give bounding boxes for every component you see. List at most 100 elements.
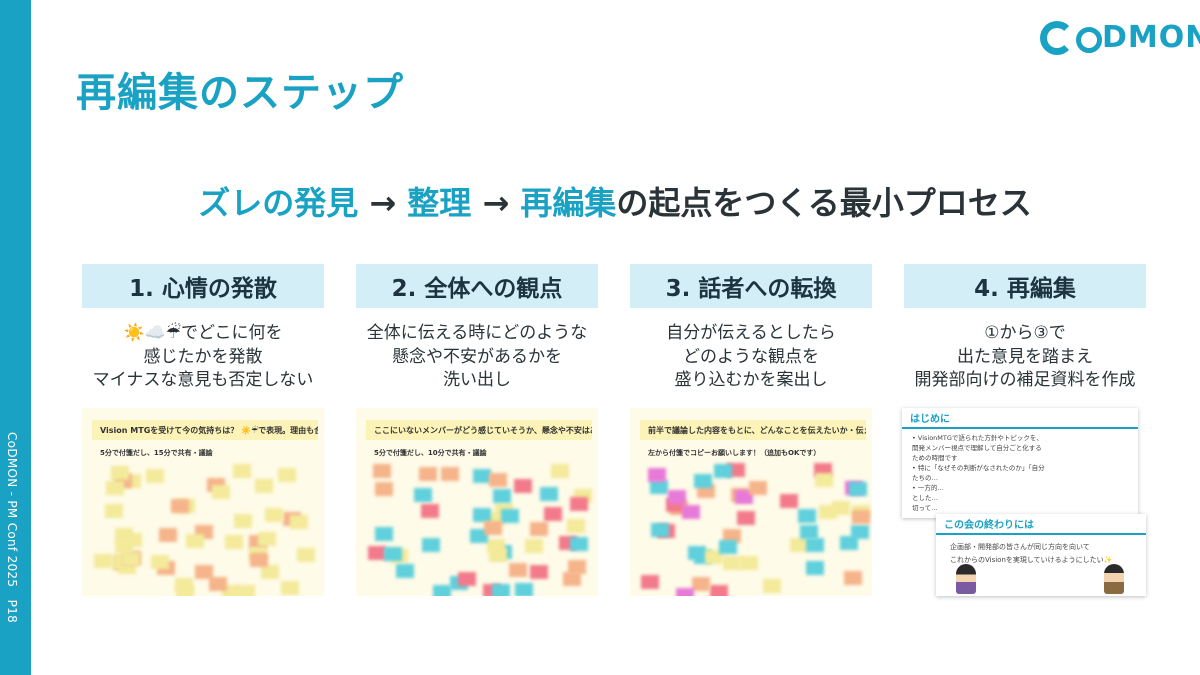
sticky-note — [722, 529, 741, 544]
sticky-note — [739, 555, 758, 570]
sticky-note — [146, 469, 165, 484]
sticky-note — [384, 546, 403, 561]
woman-illustration — [956, 564, 976, 594]
sticky-note — [457, 572, 476, 587]
sticky-note — [800, 524, 819, 539]
board-question: ここにいないメンバーがどう感じていそうか、懸念や不安はありますか？ — [366, 420, 592, 440]
slide-line: • 一方的… — [912, 484, 944, 492]
sticky-note — [704, 550, 723, 565]
sticky-note — [839, 535, 858, 550]
sticky-note — [106, 481, 125, 496]
sticky-board-screenshot: 前半で議論した内容をもとに、どんなことを伝えたいか・伝えた方が良いかピックアップ… — [630, 408, 872, 596]
slide-title: この会の終わりには — [936, 514, 1146, 535]
subtitle-organize: 整理 — [407, 184, 472, 222]
sticky-note — [815, 473, 834, 488]
sticky-note — [224, 535, 243, 550]
step-description-line: 開発部向けの補足資料を作成 — [914, 370, 1136, 390]
sticky-note — [513, 478, 532, 493]
sticky-note — [563, 572, 582, 587]
step-2: 2. 全体への観点全体に伝える時にどのような懸念や不安があるかを洗い出し — [356, 264, 598, 398]
sticky-note — [543, 506, 562, 521]
sticky-note — [94, 553, 113, 568]
sticky-note — [487, 538, 506, 553]
sticky-note — [483, 520, 502, 535]
sticky-note — [121, 552, 140, 567]
subtitle: ズレの発見 → 整理 → 再編集の起点をつくる最小プロセス — [0, 178, 1200, 224]
sticky-note — [158, 527, 177, 542]
arrow: → — [358, 184, 408, 222]
sticky-note — [297, 547, 316, 562]
step-description-line: 全体に伝える時にどのような — [366, 323, 588, 343]
sticky-note — [529, 521, 548, 536]
sticky-board-screenshot: ここにいないメンバーがどう感じていそうか、懸念や不安はありますか？5分で付箋だし… — [356, 408, 598, 596]
slide-title: はじめに — [902, 408, 1138, 429]
man-illustration — [1104, 564, 1124, 594]
sticky-note — [111, 466, 130, 481]
sticky-note — [413, 488, 432, 503]
sticky-note — [567, 518, 586, 533]
sticky-note — [491, 583, 510, 596]
sticky-note — [805, 537, 824, 552]
sticky-note — [418, 466, 437, 481]
page-title: 再編集のステップ — [76, 70, 404, 116]
sticky-note — [421, 503, 440, 518]
sticky-note — [488, 473, 507, 488]
sticky-note — [209, 577, 228, 592]
sticky-note — [368, 545, 387, 560]
board-instruction: 5分で付箋だし、15分で共有・議論 — [100, 449, 213, 457]
sticky-note — [850, 524, 869, 539]
sticky-note — [805, 560, 824, 575]
slide-line: 切って… — [912, 504, 938, 512]
sticky-note — [713, 463, 732, 478]
sticky-note — [530, 565, 549, 580]
sticky-note — [748, 480, 767, 495]
slide-goal-thumbnail: この会の終わりには企画部・開発部の皆さんが同じ方向を向いてこれからのVision… — [936, 514, 1146, 596]
sticky-note — [264, 507, 283, 522]
step-description-line: 洗い出し — [443, 370, 511, 390]
sticky-note — [195, 565, 214, 580]
board-question: Vision MTGを受けて今の気持ちは？ ☀️☔で表現。理由も合わせて共有 — [92, 420, 318, 440]
step-header: 2. 全体への観点 — [356, 264, 598, 308]
sticky-note — [688, 545, 707, 560]
sticky-note — [719, 540, 738, 555]
sticky-note — [734, 489, 753, 504]
sidebar: CoDMON - PM Conf 2025 P18 — [0, 0, 31, 675]
sticky-note — [723, 555, 742, 570]
sticky-note — [843, 570, 862, 585]
sticky-note — [233, 513, 252, 528]
sticky-note — [514, 582, 533, 596]
sticky-note — [648, 468, 667, 483]
slide-line: これからのVisionを実現していけるようにしたい✨ — [950, 556, 1113, 564]
subtitle-discovery: ズレの発見 — [198, 184, 359, 222]
step-1: 1. 心情の発散☀️☁️☔でどこに何を感じたかを発散マイナスな意見も否定しない — [82, 264, 324, 398]
sticky-note — [375, 526, 394, 541]
step-description-line: マイナスな意見も否定しない — [92, 370, 314, 390]
sticky-note — [374, 481, 393, 496]
slide-line: とした… — [912, 494, 938, 502]
sticky-note — [737, 510, 756, 525]
sticky-note — [255, 479, 274, 493]
sticky-note — [170, 499, 189, 514]
slide-line: • VisionMTGで語られた方針やトピックを、 — [912, 434, 1043, 442]
sticky-note — [691, 577, 710, 591]
board-question: 前半で議論した内容をもとに、どんなことを伝えたいか・伝えた方が良いかピックアップ… — [640, 420, 866, 440]
slide-intro-thumbnail: はじめに • VisionMTGで語られた方針やトピックを、開発メンバー視点で理解… — [902, 408, 1138, 518]
sticky-note — [818, 505, 837, 520]
step-description-line: どのような観点を — [683, 346, 819, 367]
step-header: 3. 話者への転換 — [630, 264, 872, 308]
step-description: ①から③で出た意見を踏まえ開発部向けの補足資料を作成 — [904, 322, 1146, 398]
board-instruction: 左から付箋でコピーお願いします！（追加もOKです） — [648, 449, 821, 457]
step-3: 3. 話者への転換自分が伝えるとしたらどのような観点を盛り込むかを案出し — [630, 264, 872, 398]
sticky-note — [667, 489, 686, 504]
sticky-note — [500, 509, 519, 524]
sticky-note — [694, 474, 713, 489]
sticky-note — [508, 563, 527, 578]
step-header: 1. 心情の発散 — [82, 264, 324, 308]
sticky-note — [440, 466, 459, 481]
slide-line: 開発メンバー視点で理解して自分ごと化する — [912, 444, 1042, 452]
sticky-note — [372, 463, 391, 478]
sticky-note — [641, 574, 660, 589]
step-header: 4. 再編集 — [904, 264, 1146, 308]
sticky-note — [709, 584, 728, 596]
slide-footer: CoDMON - PM Conf 2025 P18 — [5, 432, 19, 624]
